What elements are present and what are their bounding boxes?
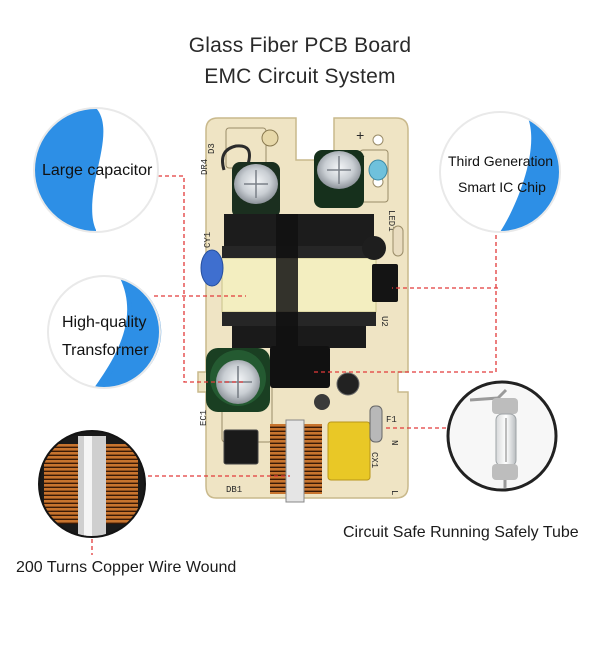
- silk-u2: U2: [379, 316, 389, 327]
- callout-circle-transformer: [47, 275, 162, 389]
- leader-lines: [91, 169, 498, 555]
- title-line-1: Glass Fiber PCB Board: [188, 34, 412, 57]
- output-capacitor-1: [232, 162, 280, 218]
- transformer: [221, 214, 377, 354]
- silk-ec1: EC1: [199, 410, 209, 426]
- label-transformer-line1: High-quality: [62, 314, 147, 331]
- silk-cx1: CX1: [369, 452, 379, 468]
- label-fuse-tube: Circuit Safe Running Safely Tube: [343, 524, 579, 541]
- silk-f1: F1: [386, 415, 397, 425]
- silk-db1: DB1: [226, 485, 242, 495]
- label-ic-line1: Third Generation: [448, 153, 554, 169]
- output-capacitor-2: [314, 150, 364, 208]
- fuse-tube-photo: [446, 380, 558, 492]
- label-large-capacitor: Large capacitor: [42, 162, 153, 179]
- ic-chip: [372, 264, 398, 302]
- silk-cy1: CY1: [203, 232, 213, 248]
- silk-plus: +: [356, 129, 364, 145]
- label-ic-line2: Smart IC Chip: [458, 179, 546, 195]
- copper-coil-photo: [38, 430, 146, 538]
- callout-circle-ic-chip: [439, 111, 561, 233]
- silk-n: N: [389, 440, 399, 445]
- silk-d3: D3: [207, 143, 217, 154]
- label-copper-wire: 200 Turns Copper Wire Wound: [16, 559, 237, 576]
- label-transformer-line2: Transformer: [62, 342, 149, 359]
- silk-dr4: DR4: [200, 159, 210, 175]
- callout-circle-large-capacitor: [33, 107, 159, 233]
- title-line-2: EMC Circuit System: [204, 65, 396, 88]
- silk-led1: LED1: [386, 210, 396, 232]
- large-capacitor: [206, 348, 270, 412]
- common-mode-choke: [270, 419, 322, 503]
- silk-l: L: [389, 490, 399, 495]
- pcb-board: DR4 D3 LED1 CY1 U2 EC1 DB1 F1 CX1 N L + …: [197, 117, 409, 503]
